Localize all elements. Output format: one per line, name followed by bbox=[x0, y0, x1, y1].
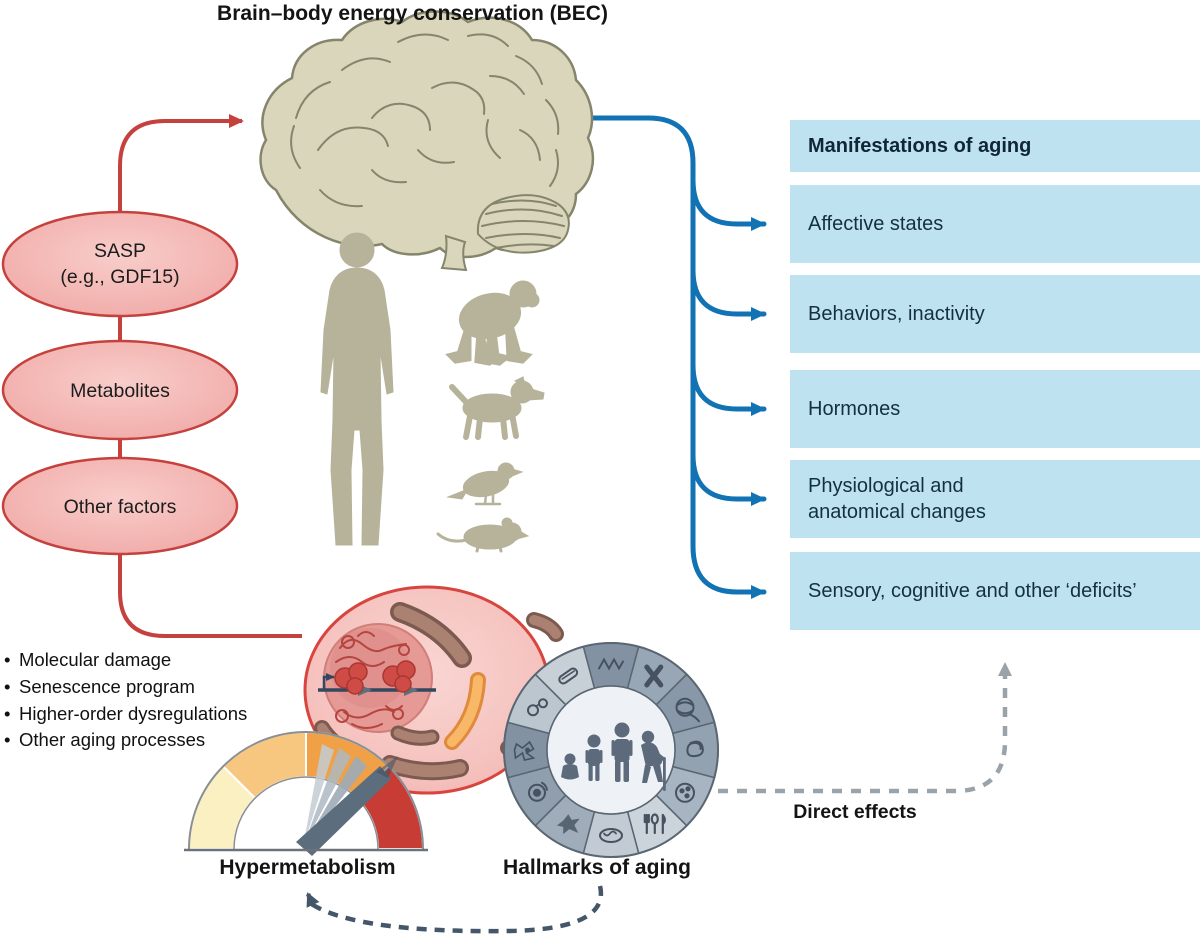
human-silhouette bbox=[320, 232, 394, 546]
other-factors-node bbox=[1, 456, 239, 556]
blue-branch-physiological bbox=[690, 452, 767, 506]
bird-silhouette bbox=[446, 462, 524, 506]
protein-tangle-icon bbox=[686, 740, 704, 758]
blue-branch-hormones bbox=[690, 362, 767, 416]
species-silhouettes bbox=[320, 232, 545, 553]
physiological-label: Physiological and anatomical changes bbox=[808, 475, 986, 523]
cell-communication-icon bbox=[527, 698, 548, 717]
input-nodes bbox=[1, 210, 239, 556]
child-figure bbox=[585, 734, 603, 781]
aging-processes-list: Molecular damage Senescence program High… bbox=[2, 647, 312, 754]
stem-cell-exhaustion-icon bbox=[556, 814, 580, 835]
hallmarks-to-hypermetabolism-arrow bbox=[305, 885, 604, 934]
metabolites-node bbox=[1, 339, 239, 441]
mitochondria-icon bbox=[599, 828, 623, 843]
chromatin-squiggles bbox=[335, 631, 410, 729]
direct-effects-arrow bbox=[718, 662, 1012, 794]
dna-damage-icon bbox=[598, 657, 624, 671]
metabolites-node-label: Metabolites bbox=[70, 380, 170, 402]
sasp-node-label: SASP (e.g., GDF15) bbox=[60, 240, 180, 288]
chromosome-icon bbox=[644, 664, 664, 688]
hypermetabolism-label: Hypermetabolism bbox=[219, 856, 396, 879]
blue-trunk bbox=[557, 115, 767, 599]
sensory-box: Sensory, cognitive and other ‘deficits’ bbox=[790, 552, 1200, 630]
list-item: Molecular damage bbox=[2, 647, 312, 674]
nutrient-sensing-cutlery-icon bbox=[643, 813, 666, 835]
blue-output-arrows bbox=[557, 115, 767, 599]
gene-transcription bbox=[318, 660, 436, 696]
behaviors-box: Behaviors, inactivity bbox=[790, 275, 1200, 353]
gauge-needle bbox=[296, 744, 398, 856]
cerebellum bbox=[476, 194, 570, 254]
lifespan-figures bbox=[561, 722, 666, 791]
other-factors-node-label: Other factors bbox=[63, 496, 177, 518]
chimpanzee-silhouette bbox=[445, 280, 540, 366]
list-item: Senescence program bbox=[2, 674, 312, 701]
behaviors-label: Behaviors, inactivity bbox=[808, 303, 985, 325]
senescent-cell-illustration bbox=[303, 585, 564, 795]
brain-illustration bbox=[259, 10, 595, 272]
inflammation-network-icon bbox=[513, 740, 536, 761]
red-flow-arrows bbox=[118, 114, 302, 638]
hormones-label: Hormones bbox=[808, 398, 901, 420]
figure-title: Brain–body energy conservation (BEC) bbox=[217, 2, 608, 25]
telomere-yarn-icon bbox=[675, 697, 700, 723]
hallmarks-label: Hallmarks of aging bbox=[503, 856, 691, 879]
hallmarks-wheel bbox=[503, 642, 719, 858]
dna-strand-capsule-icon bbox=[558, 667, 579, 685]
promoter-arrow bbox=[322, 673, 335, 690]
blue-branch-affective bbox=[690, 177, 767, 231]
sensory-label: Sensory, cognitive and other ‘deficits’ bbox=[808, 580, 1137, 602]
list-item: Higher-order dysregulations bbox=[2, 701, 312, 728]
red-arrow-to-brain bbox=[118, 114, 244, 214]
mouse-silhouette bbox=[436, 517, 530, 553]
affective-states-box: Affective states bbox=[790, 185, 1200, 263]
brain-gyri bbox=[290, 33, 565, 249]
list-item: Other aging processes bbox=[2, 727, 312, 754]
sasp-node bbox=[1, 210, 239, 318]
autophagy-icon bbox=[528, 781, 548, 802]
blue-branch-behaviors bbox=[690, 267, 767, 321]
brainstem bbox=[440, 234, 468, 272]
direct-effects-label: Direct effects bbox=[793, 801, 917, 823]
polymerase-complexes bbox=[334, 660, 416, 695]
affective-states-label: Affective states bbox=[808, 213, 944, 235]
adult-figure bbox=[611, 722, 633, 782]
manifestations-header-label: Manifestations of aging bbox=[808, 135, 1032, 157]
red-line-to-cell bbox=[118, 552, 302, 638]
dog-silhouette bbox=[449, 376, 545, 440]
manifestations-header-box: Manifestations of aging bbox=[790, 120, 1200, 172]
elderly-with-cane-figure bbox=[641, 730, 666, 791]
senescent-cell-icon bbox=[675, 782, 695, 803]
physiological-box: Physiological and anatomical changes bbox=[790, 460, 1200, 538]
baby-figure bbox=[561, 753, 579, 780]
hormones-box: Hormones bbox=[790, 370, 1200, 448]
